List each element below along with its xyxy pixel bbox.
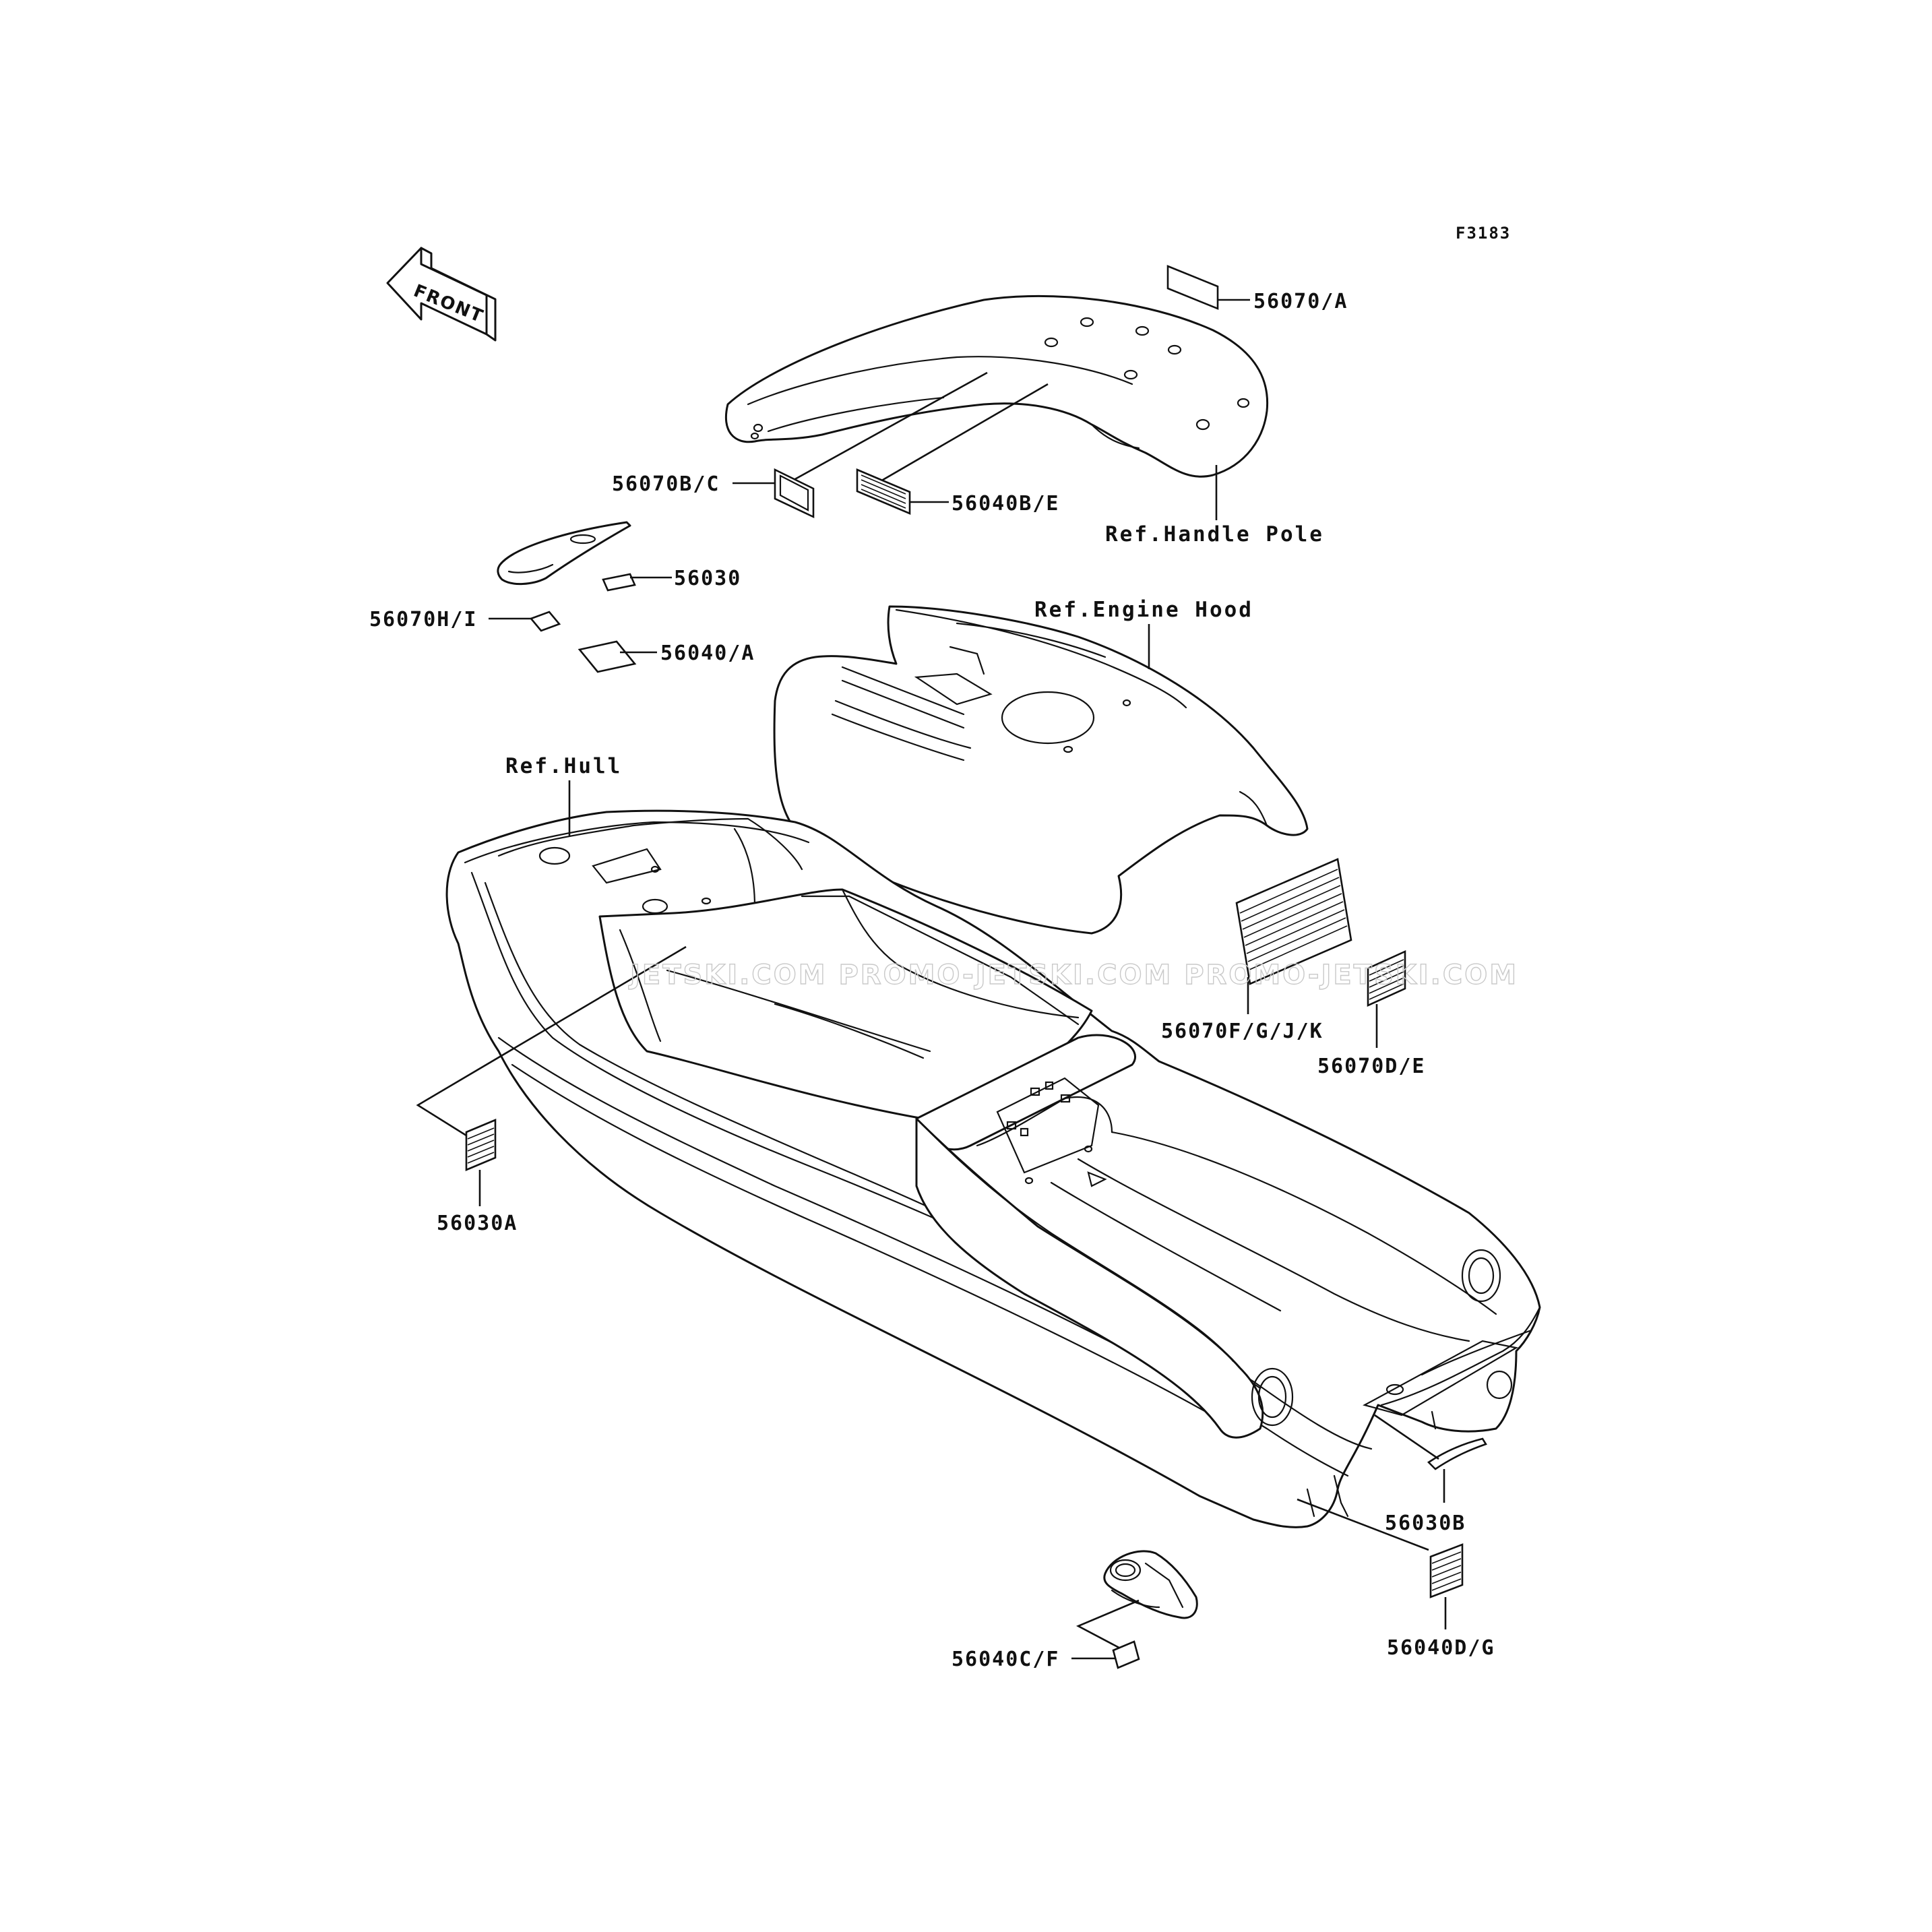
label-56070a: 56070/A	[1253, 290, 1348, 313]
front-arrow-icon: FRONT	[386, 247, 497, 342]
hull	[445, 809, 1541, 1528]
decal-56030b	[1427, 1437, 1487, 1470]
label-56040be: 56040B/E	[952, 492, 1060, 516]
label-56030b: 56030B	[1385, 1512, 1466, 1535]
label-56030a: 56030A	[437, 1212, 518, 1235]
decal-56070fgjk	[1235, 858, 1352, 985]
decal-56070a	[1166, 265, 1219, 310]
handle-pole-cover	[724, 294, 1269, 478]
decal-56040a	[578, 640, 637, 673]
decal-56070bc	[774, 468, 815, 519]
fuel-cap	[1103, 1550, 1198, 1619]
label-56040dg: 56040D/G	[1387, 1636, 1495, 1660]
decal-56070de	[1367, 949, 1406, 1007]
watermark: JETSKI.COM PROMO-JETSKI.COM PROMO-JETSKI…	[628, 960, 1518, 991]
figure-code: F3183	[1456, 224, 1511, 243]
label-56040cf: 56040C/F	[952, 1648, 1060, 1671]
ref-handle-pole: Ref.Handle Pole	[1105, 522, 1324, 547]
ref-engine-hood: Ref.Engine Hood	[1034, 598, 1253, 622]
label-56070hi: 56070H/I	[369, 608, 478, 631]
label-56070de: 56070D/E	[1317, 1055, 1426, 1078]
grip-pad	[497, 521, 631, 586]
decal-56030	[602, 573, 636, 592]
decal-56070hi	[529, 611, 561, 632]
label-56030: 56030	[674, 567, 741, 590]
label-56040a: 56040/A	[660, 642, 755, 665]
decal-56040dg	[1429, 1543, 1464, 1598]
engine-hood	[773, 605, 1309, 935]
decal-56040be	[856, 468, 911, 515]
decal-56040cf	[1112, 1640, 1140, 1669]
label-56070bc: 56070B/C	[612, 472, 720, 496]
label-56070fgjk: 56070F/G/J/K	[1161, 1020, 1323, 1043]
ref-hull: Ref.Hull	[505, 754, 622, 778]
decal-56030a	[465, 1119, 497, 1171]
